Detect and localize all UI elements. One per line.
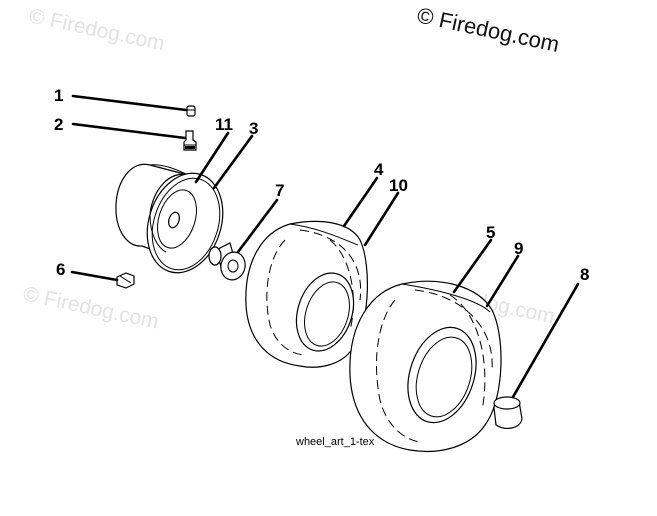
callout-8: 8 — [580, 265, 589, 284]
callout-5: 5 — [486, 223, 495, 242]
callout-labels: 1 2 11 3 7 4 10 6 5 9 8 — [54, 86, 589, 284]
callout-9: 9 — [514, 239, 523, 258]
watermark-top-left: © Firedog.com — [27, 4, 167, 55]
bushing-part — [208, 242, 246, 281]
watermark-primary: © Firedog.com — [415, 2, 562, 57]
callout-1: 1 — [54, 86, 63, 105]
valve-cap-part — [186, 105, 196, 117]
rim-seal-ring — [151, 177, 221, 271]
valve-stem-part — [183, 130, 197, 151]
diagram-caption: wheel_art_1-tex — [295, 436, 375, 448]
rim-part — [115, 163, 224, 274]
callout-11: 11 — [215, 115, 233, 134]
callout-10: 10 — [389, 176, 408, 195]
front-tire-part — [245, 220, 369, 368]
rear-tire-part — [349, 280, 502, 453]
bolt-part — [116, 272, 135, 289]
callout-6: 6 — [56, 260, 65, 279]
spacer-part — [493, 396, 523, 429]
callout-2: 2 — [54, 115, 63, 134]
leader-lines — [70, 94, 580, 399]
callout-4: 4 — [374, 160, 384, 179]
callout-3: 3 — [249, 119, 258, 138]
callout-7: 7 — [275, 181, 284, 200]
watermark-mid-left: © Firedog.com — [21, 282, 161, 333]
